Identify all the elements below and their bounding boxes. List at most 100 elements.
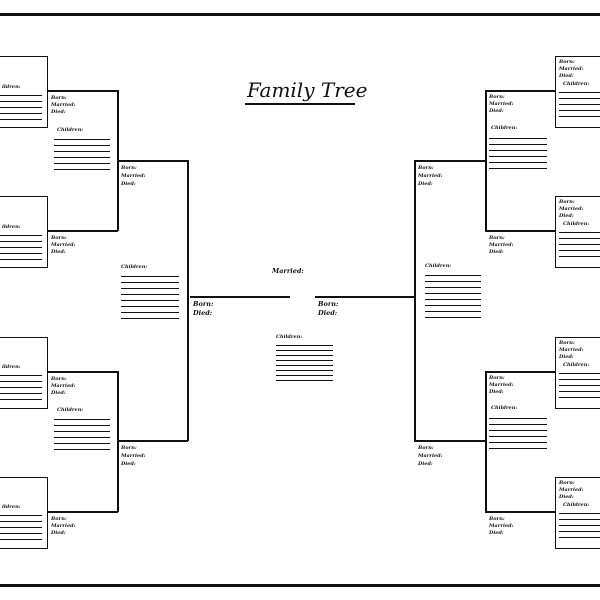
right-gen4-box-3-lines-rule-5: [559, 397, 600, 398]
center-children-lines-rule-6: [276, 370, 333, 371]
right-gen4-box-4-lines-rule-4: [559, 531, 600, 532]
right-gen3-b-bottom-married: Married:: [489, 523, 514, 529]
right-gen3-b-bottom-died: Died:: [489, 530, 504, 536]
right-gen2-bottom-married: Married:: [418, 453, 443, 459]
left-gen3-a-bottom-married: Married:: [51, 242, 76, 248]
left-gen3-a-bottom: [48, 230, 118, 232]
left-gen4-box-2-children-label: ildren:: [2, 224, 21, 230]
left-gen2-top: [118, 160, 188, 162]
right-gen3-a-top-died: Died:: [489, 108, 504, 114]
right-gen3-a-children-lines-rule-2: [489, 144, 547, 145]
left-gen4-box-1-children-label: ildren:: [2, 84, 21, 90]
left-gen3-a-children-label: Children:: [57, 127, 84, 133]
left-gen4-box-2-lines-rule-1: [0, 235, 42, 236]
right-gen3-b-children-lines-rule-4: [489, 436, 547, 437]
top-border: [0, 13, 600, 16]
right-gen3-b-children-lines-rule-6: [489, 448, 547, 449]
center-children-lines-rule-1: [276, 345, 333, 346]
center-left-died-label: Died:: [193, 309, 213, 317]
left-gen3-a-bottom-died: Died:: [51, 249, 66, 255]
left-gen3-b-bottom: [48, 511, 118, 513]
right-gen4-box-1-children-label: Children:: [563, 81, 590, 87]
left-gen3-a-top-married: Married:: [51, 102, 76, 108]
center-children-lines-rule-2: [276, 350, 333, 351]
right-gen4-box-3-lines-rule-4: [559, 391, 600, 392]
center-children-lines-rule-5: [276, 365, 333, 366]
right-gen3-a-vertical: [485, 90, 487, 231]
left-gen2-children-lines-rule-8: [121, 318, 179, 319]
right-gen2-top-married: Married:: [418, 173, 443, 179]
left-gen3-b-bottom-married: Married:: [51, 523, 76, 529]
left-gen3-b-children-label: Children:: [57, 407, 84, 413]
right-gen4-box-2-lines-rule-4: [559, 250, 600, 251]
right-gen4-box-4-lines-rule-2: [559, 519, 600, 520]
left-gen4-box-4-children-label: ildren:: [2, 504, 21, 510]
right-gen4-box-2-married: Married:: [559, 206, 584, 212]
left-gen2-children-lines-rule-2: [121, 282, 179, 283]
left-gen4-box-1: [0, 56, 48, 128]
right-gen3-b-children-lines-rule-1: [489, 418, 547, 419]
right-gen3-b-children-lines-rule-3: [489, 430, 547, 431]
left-gen4-box-4-lines-rule-3: [0, 527, 42, 528]
left-gen3-a-children-lines-rule-4: [54, 157, 110, 158]
left-gen4-box-2-lines-rule-5: [0, 259, 42, 260]
left-gen2-children-lines-rule-7: [121, 312, 179, 313]
title-underline: [245, 103, 355, 105]
left-gen3-b-children-lines-rule-6: [54, 449, 110, 450]
right-gen4-box-4: [555, 477, 600, 549]
right-gen3-a-bottom-born: Born:: [489, 235, 505, 241]
left-gen3-a-children-lines-rule-2: [54, 145, 110, 146]
left-gen3-a-top-born: Born:: [51, 95, 67, 101]
left-gen3-b-children-lines-rule-5: [54, 443, 110, 444]
right-gen4-box-1-lines-rule-4: [559, 110, 600, 111]
left-gen4-box-2: [0, 196, 48, 268]
right-gen2-children-lines-rule-8: [425, 317, 481, 318]
left-gen3-a-bottom-born: Born:: [51, 235, 67, 241]
right-gen3-a-top: [485, 90, 555, 92]
left-gen4-box-4-lines-rule-5: [0, 539, 42, 540]
center-right-born-label: Born:: [318, 300, 339, 308]
right-gen4-box-2-lines-rule-2: [559, 238, 600, 239]
left-gen2-children-lines-rule-6: [121, 306, 179, 307]
left-gen3-a-top: [48, 90, 118, 92]
right-gen3-a-children-lines-rule-6: [489, 168, 547, 169]
center-right-died-label: Died:: [318, 309, 338, 317]
right-gen4-box-3-lines-rule-3: [559, 385, 600, 386]
page-title: Family Tree: [247, 78, 368, 102]
left-gen2-children-lines-rule-5: [121, 300, 179, 301]
center-children-lines-rule-8: [276, 380, 333, 381]
right-gen3-b-bottom: [485, 511, 555, 513]
center-left-connector: [190, 296, 290, 298]
right-gen4-box-1-lines-rule-1: [559, 92, 600, 93]
left-gen2-top-married: Married:: [121, 173, 146, 179]
right-gen4-box-2-born: Born:: [559, 199, 575, 205]
right-gen3-a-children-lines-rule-1: [489, 138, 547, 139]
right-gen2-children-lines-rule-2: [425, 281, 481, 282]
right-gen3-a-children-label: Children:: [491, 125, 518, 131]
right-gen3-b-children-lines-rule-2: [489, 424, 547, 425]
right-gen4-box-4-lines-rule-1: [559, 513, 600, 514]
center-married-label: Married:: [272, 267, 304, 275]
right-gen3-a-top-married: Married:: [489, 101, 514, 107]
right-gen3-b-bottom-born: Born:: [489, 516, 505, 522]
right-gen2-bottom-born: Born:: [418, 445, 434, 451]
left-gen2-bottom-died: Died:: [121, 461, 136, 467]
right-gen4-box-2-lines-rule-1: [559, 232, 600, 233]
left-gen4-box-4-lines-rule-2: [0, 521, 42, 522]
right-gen2-top-died: Died:: [418, 181, 433, 187]
right-gen2-children-lines-rule-3: [425, 287, 481, 288]
left-gen4-box-3-lines-rule-3: [0, 387, 42, 388]
left-gen2-bottom: [118, 440, 188, 442]
left-gen4-box-1-lines-rule-2: [0, 101, 42, 102]
center-children-lines-rule-7: [276, 375, 333, 376]
right-gen3-b-top: [485, 371, 555, 373]
right-gen4-box-1-lines-rule-3: [559, 104, 600, 105]
right-gen2-children-label: Children:: [425, 263, 452, 269]
left-gen2-children-lines-rule-1: [121, 276, 179, 277]
right-gen3-b-vertical: [485, 371, 487, 512]
left-gen4-box-1-lines-rule-4: [0, 113, 42, 114]
right-gen4-box-3-born: Born:: [559, 340, 575, 346]
right-gen4-box-3: [555, 337, 600, 409]
right-gen2-children-lines-rule-4: [425, 293, 481, 294]
left-gen4-box-1-lines-rule-1: [0, 95, 42, 96]
